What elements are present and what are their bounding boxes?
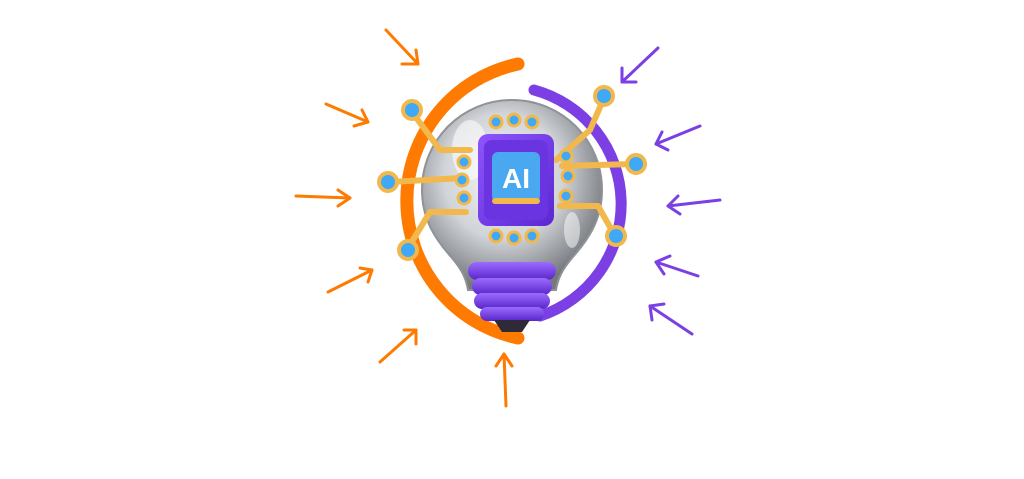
circuit-nodes xyxy=(377,85,647,261)
arrow-icon xyxy=(494,352,514,408)
arrow-icon xyxy=(654,254,700,278)
arrow-icon xyxy=(654,124,702,152)
arrow-icon xyxy=(648,302,694,336)
purple-arc xyxy=(528,84,627,322)
arrow-icon xyxy=(324,102,370,128)
lightbulb-icon: AI xyxy=(377,85,647,332)
ai-chip-icon: AI xyxy=(478,134,554,226)
orange-arrows xyxy=(294,28,514,408)
arrow-icon xyxy=(384,28,420,66)
arrow-icon xyxy=(666,194,722,216)
arrow-icon xyxy=(294,188,352,208)
chip-pins xyxy=(454,112,576,246)
arrow-icon xyxy=(326,266,374,294)
bulb-base xyxy=(468,262,556,332)
arrow-icon xyxy=(378,328,418,364)
purple-arrows xyxy=(620,46,722,336)
chip-label: AI xyxy=(502,163,530,194)
arrow-icon xyxy=(620,46,660,84)
orange-arc xyxy=(400,57,525,345)
